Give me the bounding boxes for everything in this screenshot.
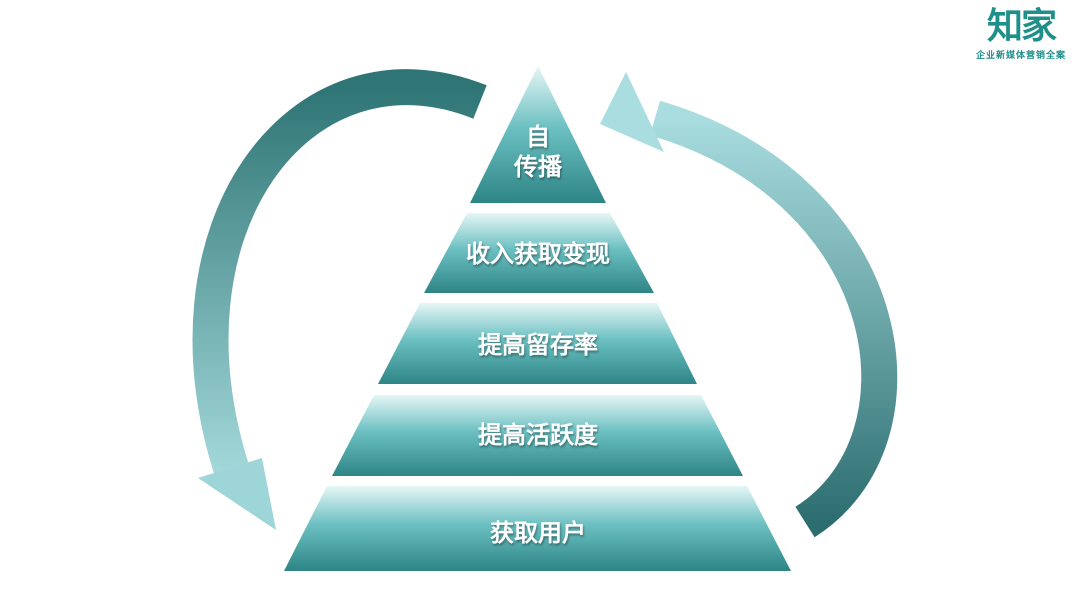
right-cycle-arrow: [600, 72, 898, 538]
pyramid-tier-4: [332, 395, 743, 476]
pyramid: [284, 66, 791, 571]
logo-mark: 知家: [986, 6, 1057, 47]
logo-tagline: 企业新媒体营销全案: [975, 51, 1066, 61]
tier-4-label: 提高活跃度: [478, 421, 598, 449]
tier-2-label: 收入获取变现: [466, 240, 610, 268]
pyramid-tier-1: [470, 66, 606, 203]
tier-1-label: 自 传播: [514, 122, 562, 182]
tier-1-line1: 自: [526, 123, 550, 151]
tier-1-line2: 传播: [514, 153, 562, 181]
tier-5-label: 获取用户: [490, 519, 586, 547]
tier-3-label: 提高留存率: [478, 331, 598, 359]
pyramid-tier-2: [424, 213, 654, 293]
pyramid-tier-3: [378, 303, 697, 384]
left-cycle-arrow: [192, 69, 487, 530]
pyramid-tier-5: [284, 486, 791, 571]
brand-logo: 知家 企业新媒体营销全案: [976, 6, 1066, 61]
